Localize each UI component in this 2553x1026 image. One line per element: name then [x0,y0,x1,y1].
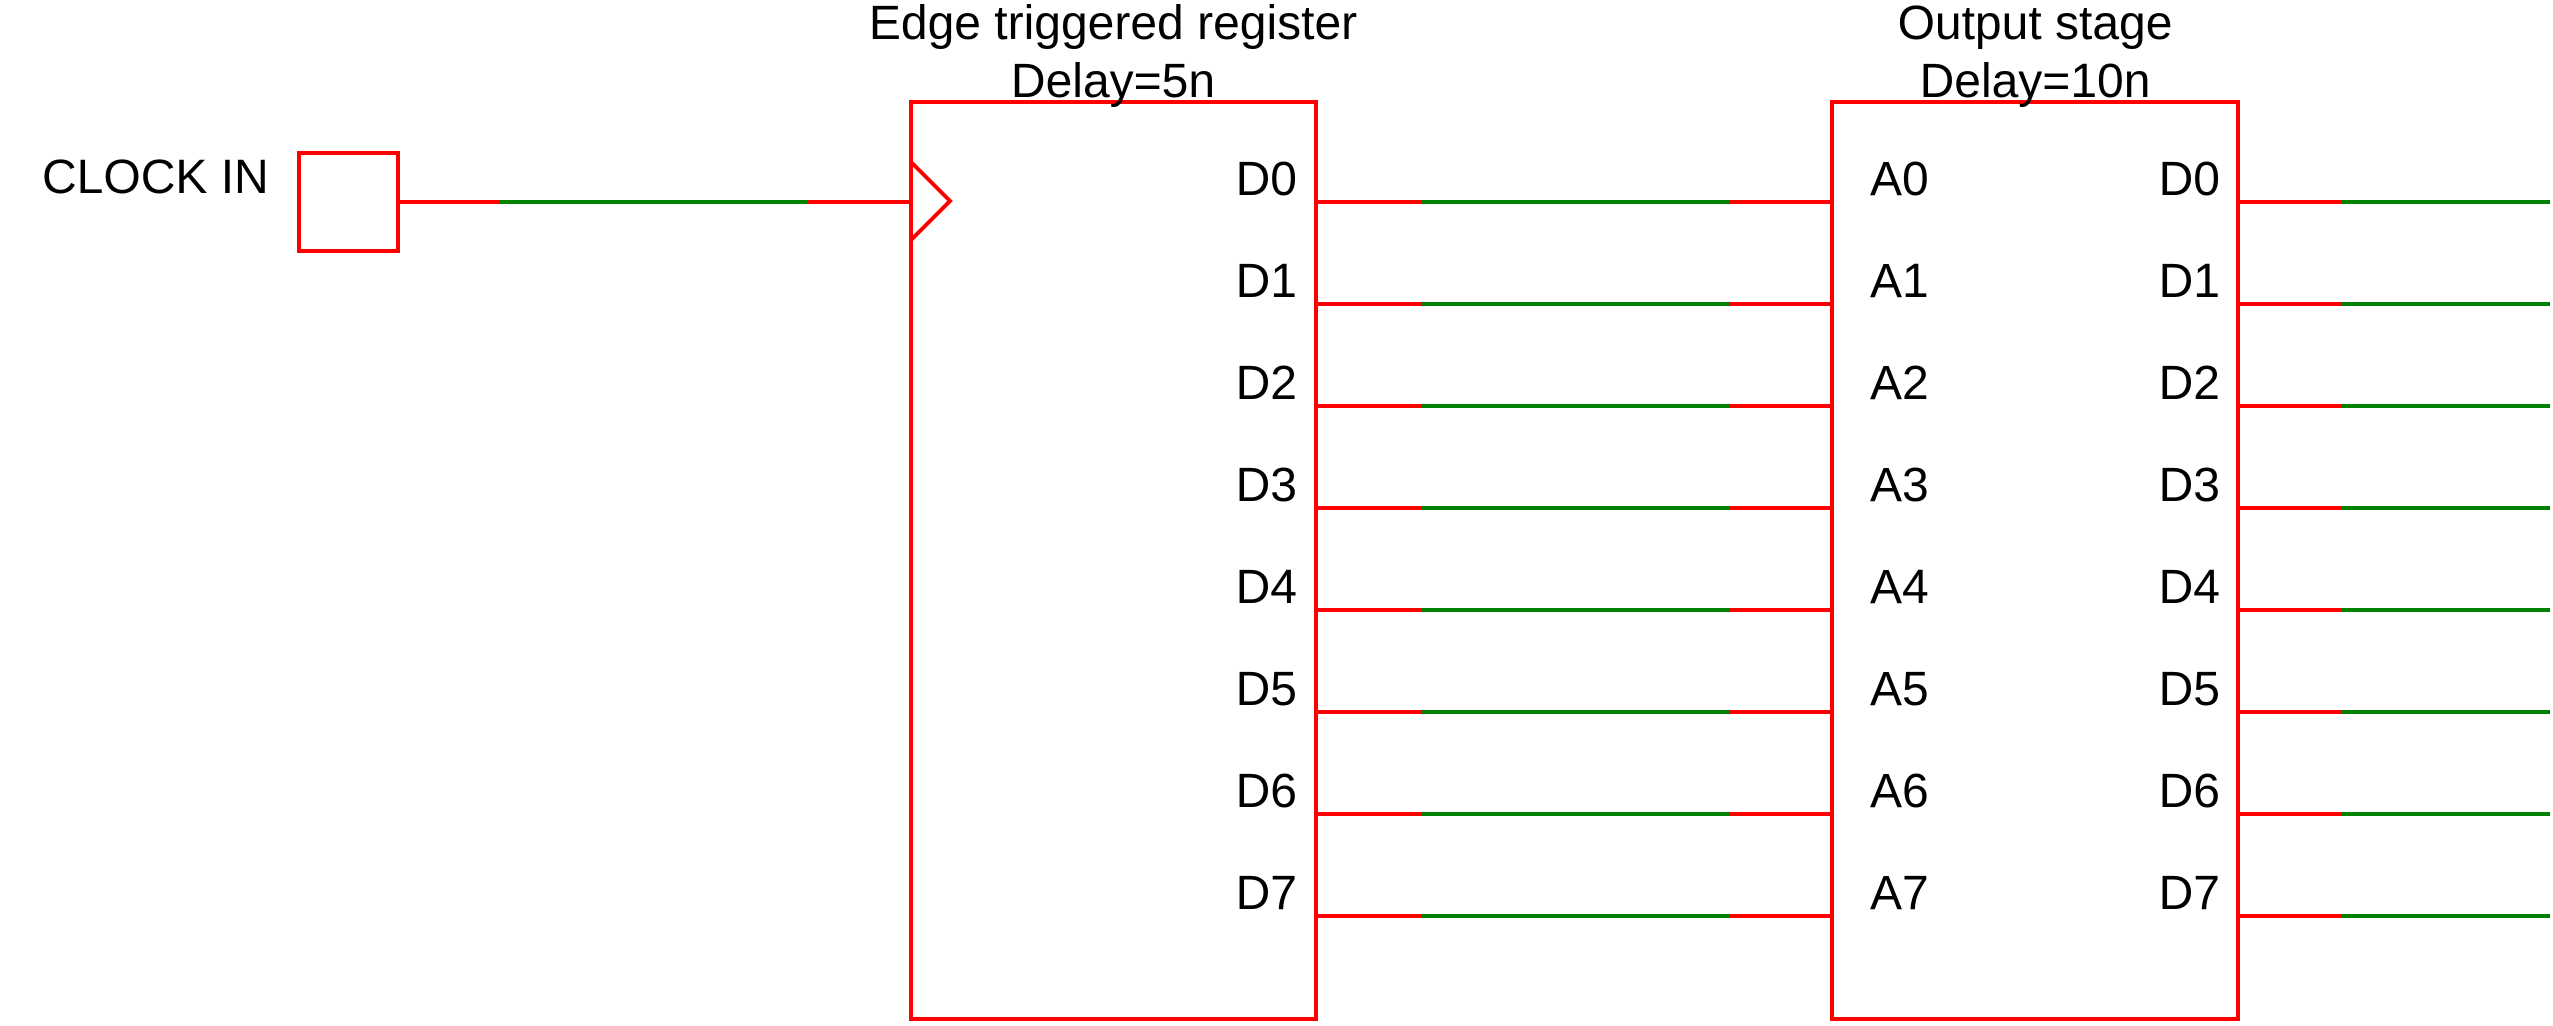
output-stage-pin-label-a0: A0 [1870,153,1929,206]
output-stage-pin-label-a3: A3 [1870,459,1929,512]
bus-wire-segment[interactable] [1730,710,1830,714]
output-stage-title: Output stage Delay=10n [1735,0,2335,111]
bus-wire-segment[interactable] [1318,710,1421,714]
bus-wire-segment[interactable] [1730,608,1830,612]
bus-wire-segment[interactable] [1730,812,1830,816]
bus-wire-segment[interactable] [1318,914,1421,918]
bus-wire-segment[interactable] [1421,608,1730,612]
output-wire-segment[interactable] [2240,404,2341,408]
register-pin-label-d6: D6 [1235,765,1297,818]
bus-wire-segment[interactable] [1730,506,1830,510]
bus-wire-segment[interactable] [1421,200,1730,204]
register-pin-label-d4: D4 [1235,561,1297,614]
bus-wire-segment[interactable] [1730,302,1830,306]
register-pin-label-d5: D5 [1235,663,1297,716]
output-wire-segment[interactable] [2341,914,2550,918]
register-pin-label-d7: D7 [1235,867,1297,920]
output-stage-pin-label-d0: D0 [2158,153,2220,206]
register-pin-label-d0: D0 [1235,153,1297,206]
register-pin-label-d3: D3 [1235,459,1297,512]
output-stage-title-line1: Output stage [1897,0,2173,50]
output-wire-segment[interactable] [2240,200,2341,204]
output-stage-pin-label-a6: A6 [1870,765,1929,818]
bus-wire-segment[interactable] [1318,302,1421,306]
output-wire-segment[interactable] [2341,404,2550,408]
bus-wire-segment[interactable] [1318,404,1421,408]
output-wire-segment[interactable] [2240,812,2341,816]
output-wire-segment[interactable] [2240,608,2341,612]
bus-wire-segment[interactable] [1421,710,1730,714]
output-stage-pin-label-a5: A5 [1870,663,1929,716]
output-stage-pin-label-a2: A2 [1870,357,1929,410]
register-symbol[interactable] [909,100,1318,1021]
register-title: Edge triggered register Delay=5n [813,0,1413,111]
register-title-line2: Delay=5n [1010,55,1216,108]
bus-wire-segment[interactable] [1421,404,1730,408]
bus-wire-segment[interactable] [1421,506,1730,510]
bus-wire-segment[interactable] [1730,404,1830,408]
output-wire-segment[interactable] [2341,608,2550,612]
bus-wire-segment[interactable] [1318,200,1421,204]
output-wire-segment[interactable] [2240,710,2341,714]
bus-wire-segment[interactable] [1318,812,1421,816]
output-stage-pin-label-d5: D5 [2158,663,2220,716]
clock-wire-segment[interactable] [499,200,808,204]
register-pin-label-d2: D2 [1235,357,1297,410]
output-stage-pin-label-d6: D6 [2158,765,2220,818]
clock-edge-triangle-icon [909,160,953,242]
register-title-line1: Edge triggered register [868,0,1358,50]
clock-wire-segment[interactable] [400,200,499,204]
output-stage-pin-label-d3: D3 [2158,459,2220,512]
output-wire-segment[interactable] [2341,506,2550,510]
output-wire-segment[interactable] [2240,506,2341,510]
output-stage-pin-label-d2: D2 [2158,357,2220,410]
register-pin-label-d1: D1 [1235,255,1297,308]
output-stage-pin-label-a1: A1 [1870,255,1929,308]
output-stage-pin-label-d7: D7 [2158,867,2220,920]
bus-wire-segment[interactable] [1730,200,1830,204]
bus-wire-segment[interactable] [1421,302,1730,306]
bus-wire-segment[interactable] [1730,914,1830,918]
output-wire-segment[interactable] [2341,710,2550,714]
bus-wire-segment[interactable] [1318,608,1421,612]
clock-wire-segment[interactable] [808,200,911,204]
clock-source-symbol[interactable] [297,151,400,253]
bus-wire-segment[interactable] [1421,914,1730,918]
output-stage-pin-label-d4: D4 [2158,561,2220,614]
output-stage-pin-label-a4: A4 [1870,561,1929,614]
output-stage-title-line2: Delay=10n [1919,55,2151,108]
output-wire-segment[interactable] [2341,812,2550,816]
output-stage-pin-label-d1: D1 [2158,255,2220,308]
output-wire-segment[interactable] [2341,302,2550,306]
bus-wire-segment[interactable] [1421,812,1730,816]
clock-in-label: CLOCK IN [42,151,269,204]
bus-wire-segment[interactable] [1318,506,1421,510]
output-stage-pin-label-a7: A7 [1870,867,1929,920]
output-wire-segment[interactable] [2240,302,2341,306]
output-wire-segment[interactable] [2240,914,2341,918]
output-wire-segment[interactable] [2341,200,2550,204]
output-stage-symbol[interactable] [1830,100,2240,1021]
